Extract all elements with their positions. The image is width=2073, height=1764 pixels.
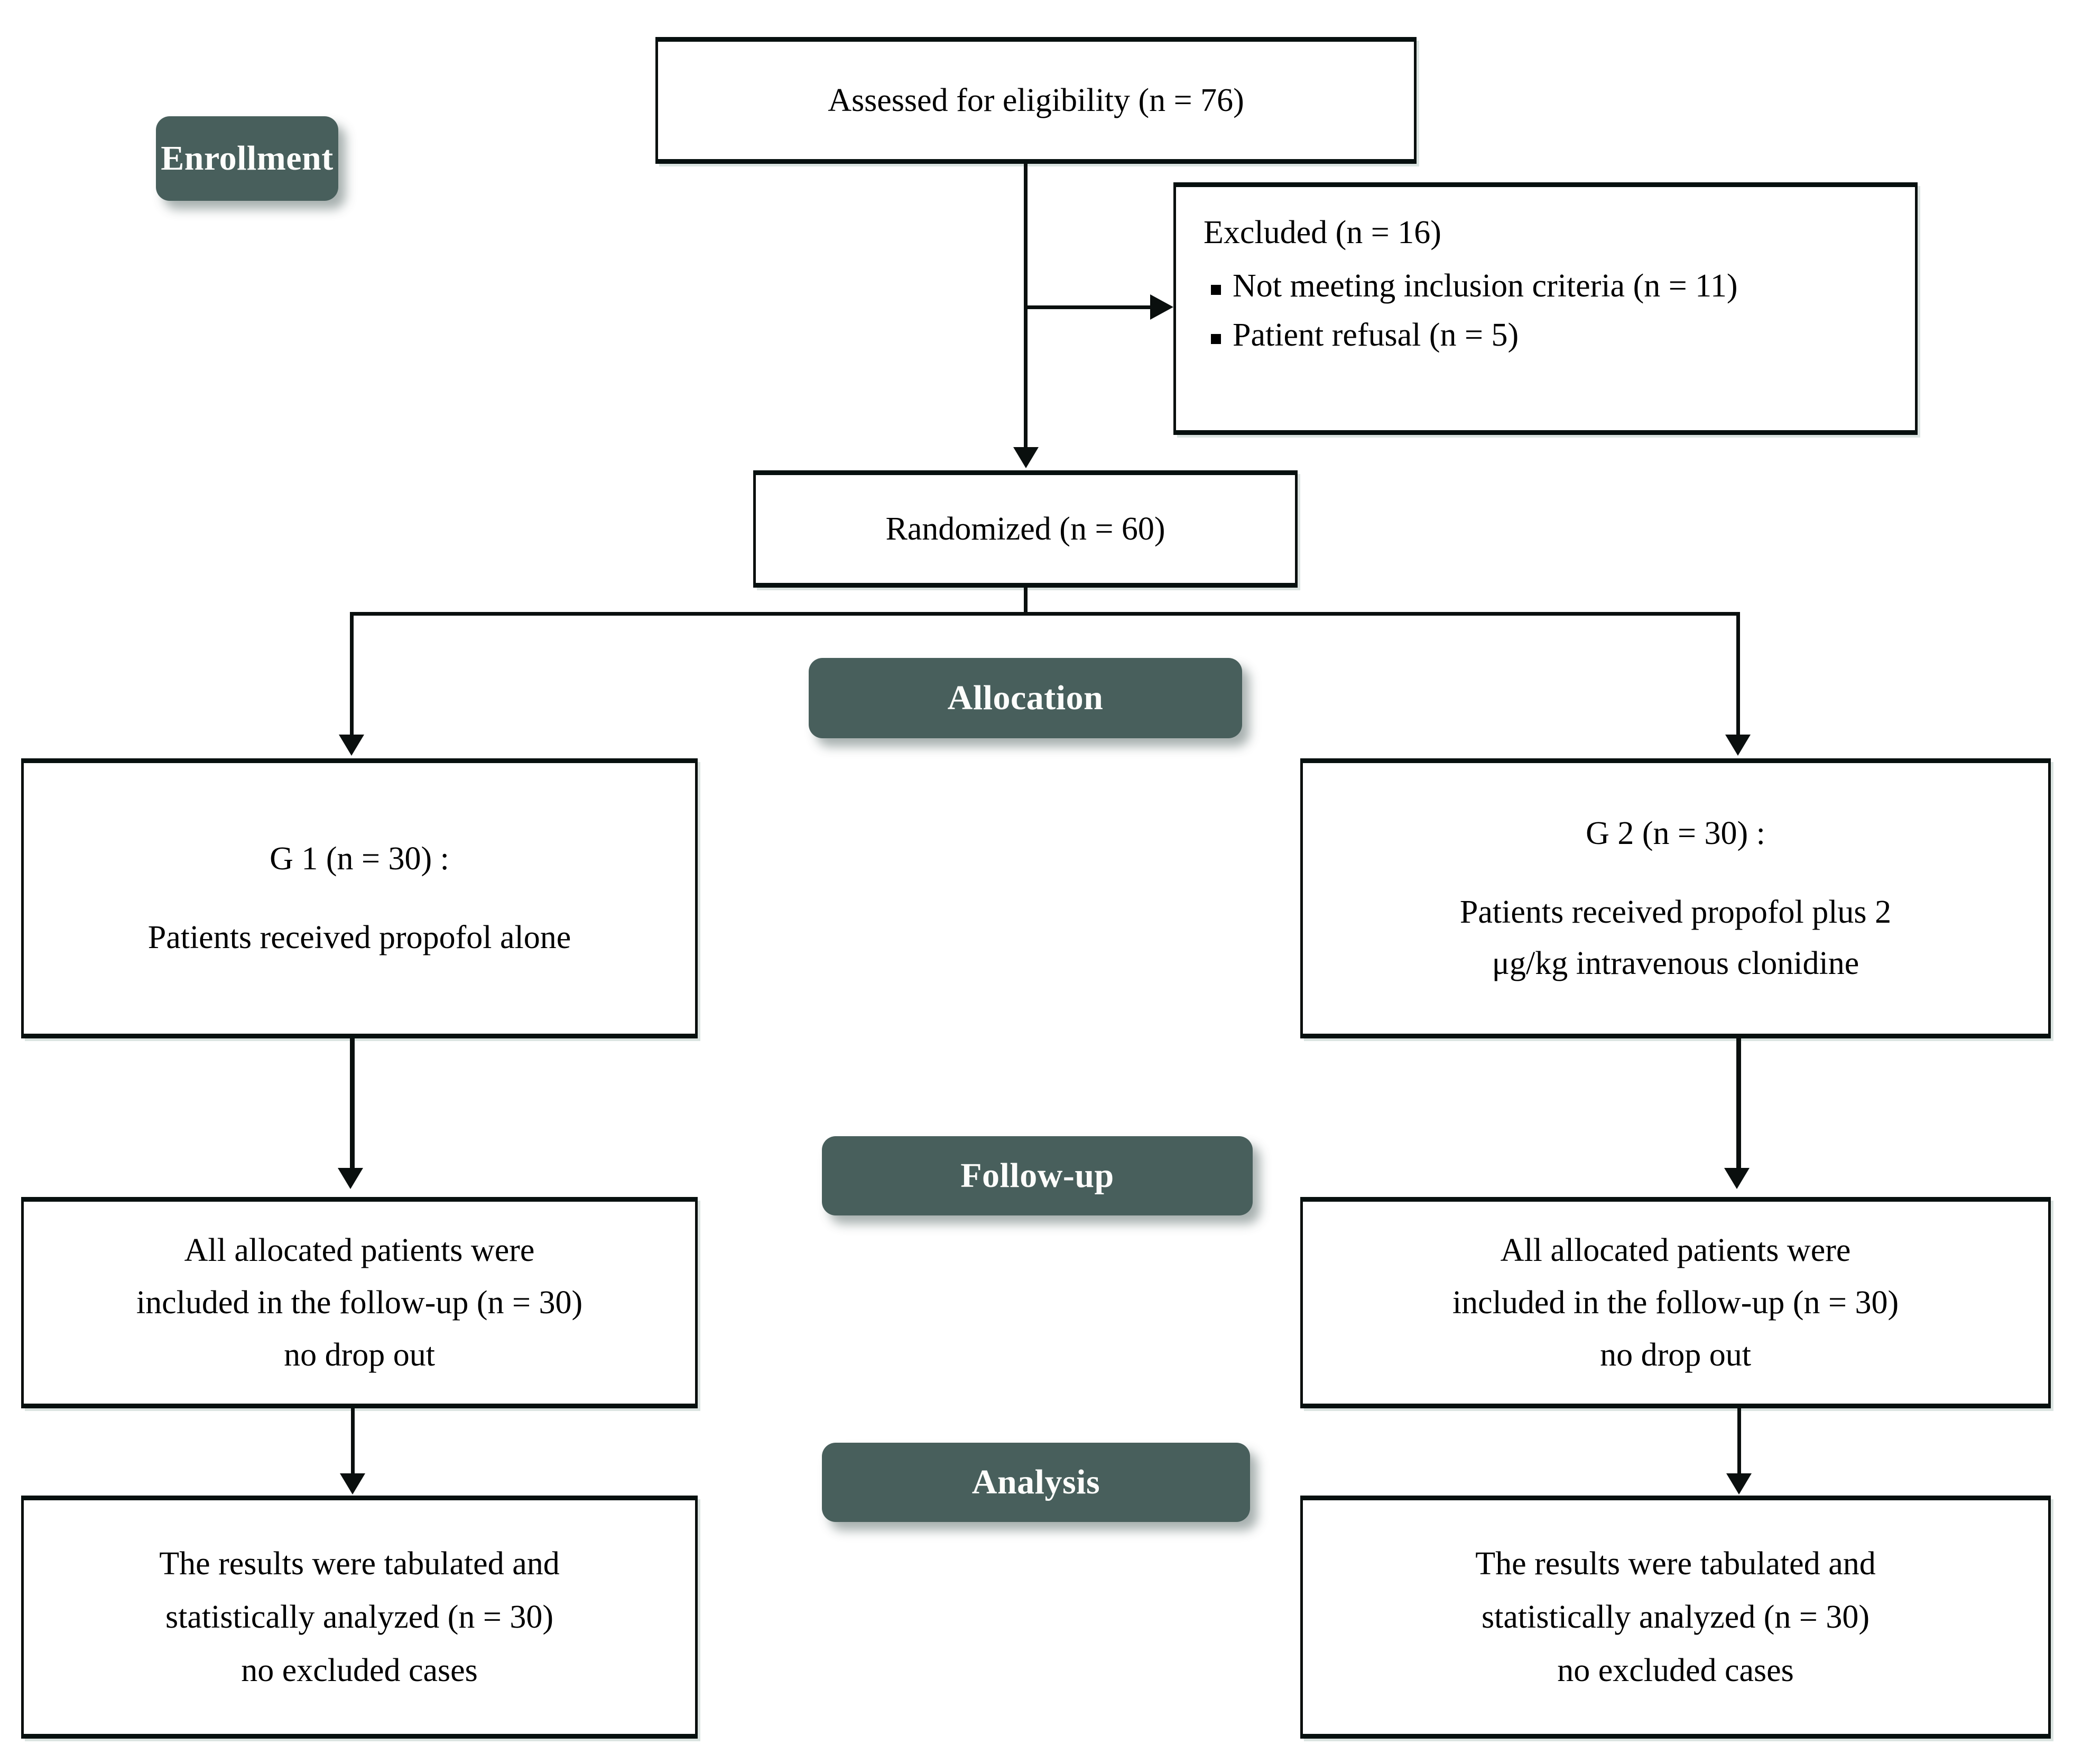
connector-group2-to-followup2 <box>1736 1036 1741 1171</box>
stage-badge-followup-label: Follow-up <box>960 1156 1114 1195</box>
connector-followup2-to-analysis2 <box>1737 1408 1741 1476</box>
node-analysis2-line3: no excluded cases <box>1557 1652 1794 1688</box>
node-analysis1-line3: no excluded cases <box>241 1652 478 1688</box>
node-assessed-for-eligibility: Assessed for eligibility (n = 76) <box>655 37 1417 164</box>
bullet-square-icon <box>1211 334 1221 345</box>
arrowhead-into-analysis2 <box>1726 1473 1752 1494</box>
arrowhead-into-followup2 <box>1724 1168 1750 1189</box>
connector-allocation-split <box>350 612 1740 616</box>
node-excluded: Excluded (n = 16) Not meeting inclusion … <box>1173 182 1918 435</box>
arrowhead-into-group2 <box>1725 735 1751 756</box>
stage-badge-allocation: Allocation <box>809 658 1242 738</box>
node-excluded-item: Patient refusal (n = 5) <box>1204 318 1915 352</box>
node-randomized-text: Randomized (n = 60) <box>885 510 1165 547</box>
node-analysis1-line2: statistically analyzed (n = 30) <box>165 1599 553 1635</box>
stage-badge-analysis: Analysis <box>822 1443 1250 1522</box>
node-excluded-title: Excluded (n = 16) <box>1204 215 1441 250</box>
node-excluded-item-label: Patient refusal (n = 5) <box>1233 317 1519 354</box>
node-followup2-line2: included in the follow-up (n = 30) <box>1452 1284 1899 1321</box>
node-followup1-line3: no drop out <box>284 1336 435 1373</box>
node-followup1-line2: included in the follow-up (n = 30) <box>136 1284 583 1321</box>
node-excluded-item: Not meeting inclusion criteria (n = 11) <box>1204 268 1915 304</box>
node-group1-allocation: G 1 (n = 30) : Patients received propofo… <box>21 758 698 1038</box>
node-followup1-line1: All allocated patients were <box>184 1232 535 1268</box>
bullet-square-icon <box>1211 285 1221 295</box>
arrowhead-into-group1 <box>339 735 364 756</box>
node-group1-analysis: The results were tabulated and statistic… <box>21 1496 698 1739</box>
connector-to-group2 <box>1736 612 1740 736</box>
node-group1-line1: G 1 (n = 30) : <box>270 841 449 877</box>
node-group2-line2: Patients received propofol plus 2 <box>1459 894 1892 930</box>
stage-badge-enrollment: Enrollment <box>156 116 338 201</box>
node-group1-followup: All allocated patients were included in … <box>21 1197 698 1408</box>
node-group2-allocation: G 2 (n = 30) : Patients received propofo… <box>1300 758 2051 1038</box>
stage-badge-analysis-label: Analysis <box>971 1463 1100 1501</box>
node-analysis2-line2: statistically analyzed (n = 30) <box>1482 1599 1870 1635</box>
stage-badge-followup: Follow-up <box>822 1136 1253 1215</box>
node-group1-line2: Patients received propofol alone <box>147 920 571 955</box>
connector-eligibility-down <box>1024 164 1028 449</box>
node-followup2-line3: no drop out <box>1600 1336 1751 1373</box>
connector-group1-to-followup1 <box>350 1038 355 1171</box>
node-group2-analysis: The results were tabulated and statistic… <box>1300 1496 2051 1739</box>
node-excluded-item-label: Not meeting inclusion criteria (n = 11) <box>1233 268 1738 304</box>
stage-badge-allocation-label: Allocation <box>947 679 1104 717</box>
node-group2-line3: μg/kg intravenous clonidine <box>1492 945 1859 981</box>
stage-badge-enrollment-label: Enrollment <box>161 139 334 178</box>
arrowhead-into-analysis1 <box>340 1473 365 1494</box>
node-followup2-line1: All allocated patients were <box>1500 1232 1851 1268</box>
node-assessed-for-eligibility-text: Assessed for eligibility (n = 76) <box>828 82 1244 118</box>
node-analysis2-line1: The results were tabulated and <box>1475 1545 1876 1582</box>
connector-followup1-to-analysis1 <box>351 1408 355 1476</box>
arrowhead-into-excluded <box>1150 294 1173 320</box>
connector-to-group1 <box>350 612 354 736</box>
connector-to-excluded <box>1028 305 1166 309</box>
arrowhead-into-followup1 <box>338 1168 363 1189</box>
node-group2-followup: All allocated patients were included in … <box>1300 1197 2051 1408</box>
arrowhead-into-randomized <box>1013 447 1039 468</box>
connector-randomized-down <box>1024 588 1028 615</box>
node-group2-line1: G 2 (n = 30) : <box>1586 815 1765 851</box>
node-randomized: Randomized (n = 60) <box>753 470 1298 588</box>
node-analysis1-line1: The results were tabulated and <box>159 1545 560 1582</box>
